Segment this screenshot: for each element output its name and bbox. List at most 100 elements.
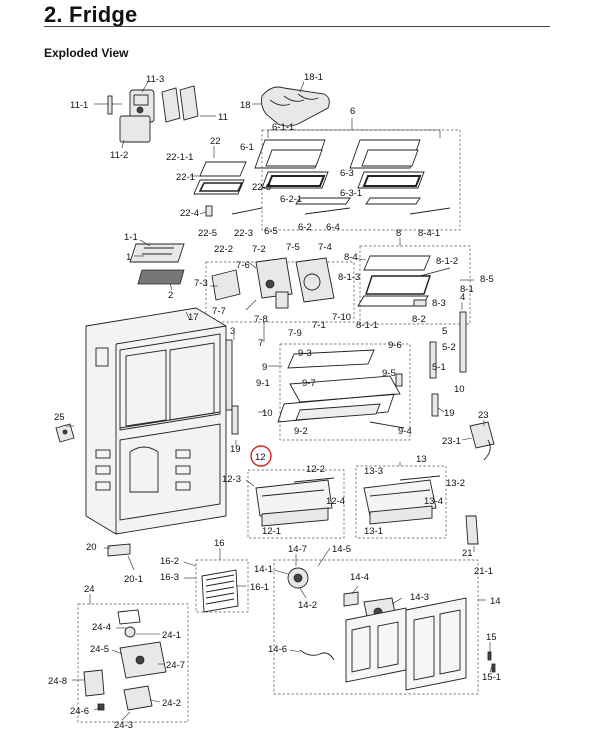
callout-8-5: 8-5 (480, 274, 494, 285)
callout-13-1: 13-1 (364, 526, 383, 537)
hinge-parts (107, 515, 479, 557)
compressor-assembly-24 (77, 603, 189, 723)
callout-24-4: 24-4 (92, 622, 111, 633)
callout-21-1: 21-1 (474, 566, 493, 577)
callout-24: 24 (84, 584, 95, 595)
callout-10-right: 10 (454, 384, 465, 395)
callout-14-2: 14-2 (298, 600, 317, 611)
callout-8-4: 8-4 (344, 252, 358, 263)
callout-5: 5 (442, 326, 447, 337)
callout-23-1: 23-1 (442, 436, 461, 447)
callout-13-2: 13-2 (446, 478, 465, 489)
callout-14-5: 14-5 (332, 544, 351, 555)
callout-16: 16 (214, 538, 225, 549)
callout-9-1: 9-1 (256, 378, 270, 389)
callout-8-1: 8-1 (460, 284, 474, 295)
side-strips (225, 311, 467, 435)
callout-6-3-1: 6-3-1 (340, 188, 362, 199)
upper-shelves (254, 129, 461, 231)
callout-14-4: 14-4 (350, 572, 369, 583)
callout-7-4: 7-4 (318, 242, 332, 253)
highlight-circle-12 (250, 445, 272, 467)
callout-22-6: 22-6 (252, 182, 271, 193)
callout-12-4: 12-4 (326, 496, 345, 507)
callout-20: 20 (86, 542, 97, 553)
evaporator-fan-assembly (205, 257, 355, 323)
damper-part (469, 421, 495, 461)
callout-9-5: 9-5 (382, 368, 396, 379)
callout-25: 25 (54, 412, 65, 423)
callout-8: 8 (396, 228, 401, 239)
callout-9-2: 9-2 (294, 426, 308, 437)
callout-7-3: 7-3 (194, 278, 208, 289)
callout-7-5: 7-5 (286, 242, 300, 253)
callout-22-3: 22-3 (234, 228, 253, 239)
callout-6: 6 (350, 106, 355, 117)
callout-11-3: 11-3 (146, 74, 164, 85)
callout-21: 21 (462, 548, 473, 559)
callout-6-4: 6-4 (326, 222, 340, 233)
section-title: 2. Fridge (44, 2, 138, 27)
callout-12: 12 (255, 452, 266, 463)
callout-16-1: 16-1 (250, 582, 269, 593)
callout-17: 17 (188, 312, 199, 323)
fridge-cabinet (85, 307, 227, 535)
control-panel-parts (129, 243, 185, 285)
callout-6-2: 6-2 (298, 222, 312, 233)
callout-13: 13 (416, 454, 427, 465)
callout-24-3: 24-3 (114, 720, 133, 731)
callout-8-1-3: 8-1-3 (338, 272, 360, 283)
callout-20-1: 20-1 (124, 574, 143, 585)
callout-1: 1 (126, 252, 131, 263)
callout-14: 14 (490, 596, 501, 607)
callout-12-2: 12-2 (306, 464, 325, 475)
dispenser-cover-assembly (107, 85, 199, 143)
callout-19-left: 19 (230, 444, 241, 455)
sensor-part (55, 423, 75, 443)
callout-6-1-1: 6-1-1 (272, 122, 294, 133)
callout-6-3: 6-3 (340, 168, 354, 179)
callout-8-2: 8-2 (412, 314, 426, 325)
callout-9-4: 9-4 (398, 426, 412, 437)
callout-22-1: 22-1 (176, 172, 195, 183)
callout-24-1: 24-1 (162, 630, 181, 641)
callout-14-7: 14-7 (288, 544, 307, 555)
callout-14-6: 14-6 (268, 644, 287, 655)
evaporator-16 (195, 559, 249, 613)
callout-6-2-1: 6-2-1 (280, 194, 302, 205)
callout-24-8: 24-8 (48, 676, 67, 687)
callout-15: 15 (486, 632, 497, 643)
callout-12-1: 12-1 (262, 526, 281, 537)
exploded-view-heading: Exploded View (44, 46, 129, 60)
callout-8-3: 8-3 (432, 298, 446, 309)
callout-4: 4 (460, 292, 465, 303)
callout-22-2: 22-2 (214, 244, 233, 255)
callout-18-1: 18-1 (304, 72, 323, 83)
callout-2: 2 (168, 290, 173, 301)
callout-14-3: 14-3 (410, 592, 429, 603)
callout-13-3: 13-3 (364, 466, 383, 477)
callout-24-2: 24-2 (162, 698, 181, 709)
callout-12-3: 12-3 (222, 474, 241, 485)
callout-11-2: 11-2 (110, 150, 128, 161)
callout-8-1-2: 8-1-2 (436, 256, 458, 267)
callout-labels: 11-1 11-3 11 11-2 18-1 18 6 6-1-1 6-1 6-… (48, 72, 501, 731)
callout-7-7: 7-7 (212, 306, 226, 317)
vegetable-drawer-13 (355, 465, 447, 539)
callout-7-2: 7-2 (252, 244, 266, 255)
callout-24-5: 24-5 (90, 644, 109, 655)
crisper-shelf-assembly (357, 245, 471, 325)
callout-8-4-1: 8-4-1 (418, 228, 440, 239)
callout-22-5: 22-5 (198, 228, 217, 239)
callout-18: 18 (240, 100, 251, 111)
callout-10-left: 10 (262, 408, 273, 419)
callout-3: 3 (230, 326, 235, 337)
callout-7-9: 7-9 (288, 328, 302, 339)
callout-15-1: 15-1 (482, 672, 501, 683)
left-shelf-assembly (193, 161, 263, 217)
leader-lines (66, 81, 493, 721)
screws-15 (487, 651, 496, 673)
callout-24-7: 24-7 (166, 660, 185, 671)
callout-22: 22 (210, 136, 221, 147)
callout-11-1: 11-1 (70, 100, 88, 111)
